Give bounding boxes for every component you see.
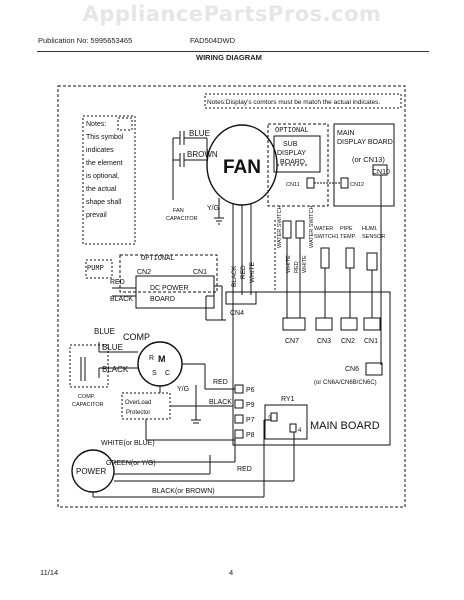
optional-top: OPTIONAL	[275, 127, 309, 135]
main-board-p8: P8	[246, 432, 255, 439]
diagram-border	[57, 85, 406, 508]
fan-wire-blue: BLUE	[189, 129, 210, 138]
wire-white2-vertical: WHITE	[286, 255, 292, 273]
notes-line-4: the element	[86, 160, 123, 167]
sub-display-line-3: BOARD	[280, 159, 305, 166]
water-switch-label-vertical: WATER SWITCH	[277, 206, 283, 248]
main-display-cn10: CN10	[372, 169, 390, 176]
notes-line-5: is optional,	[86, 173, 120, 180]
power-wire-green: GREEN(or Y/G)	[106, 460, 156, 467]
fan-label: FAN	[223, 157, 261, 178]
model-number: FAD504DWD	[190, 36, 236, 45]
main-board-cn1: CN1	[364, 338, 378, 345]
comp-label: COMP	[123, 332, 150, 342]
fan-yg: Y/G	[207, 205, 219, 212]
sub-display-line-2: DISPLAY	[277, 150, 306, 157]
comp-terminal-s: S	[152, 370, 157, 377]
dc-power-line-2: BOARD	[150, 296, 175, 303]
notes-line-3: indicates	[86, 147, 114, 154]
main-board-p6: P6	[246, 387, 255, 394]
comp-wire-blue-top: BLUE	[94, 327, 115, 336]
wire-white-vertical: WHITE	[249, 261, 256, 283]
main-board-cn6-note: (or CN6A/CN6B/CN6C)	[314, 380, 377, 386]
main-board-cn2: CN2	[341, 338, 355, 345]
notes-line-8: prevail	[86, 212, 107, 219]
header-divider	[37, 51, 429, 52]
optional-left: OPTIONAL	[141, 255, 175, 263]
main-board-wire-black: BLACK	[209, 399, 232, 406]
relay-pin-4: 4	[298, 428, 302, 434]
dc-power-cn1: CN1	[193, 269, 207, 276]
main-display-line-2: DISPLAY BOARD	[337, 139, 393, 146]
main-board-cn4: CN4	[230, 310, 244, 317]
pump-wire-black: BLACK	[110, 296, 133, 303]
main-display-cn12: CN12	[350, 182, 364, 188]
comp-terminal-r: R	[149, 355, 154, 362]
power-wire-white: WHITE(or BLUE)	[101, 440, 155, 447]
footer-date: 11/14	[40, 568, 59, 577]
pipe-temp-label-2: TEMP.	[340, 234, 357, 240]
main-board-relay: RY1	[281, 396, 295, 403]
wire-red-vertical: RED	[240, 265, 247, 279]
pipe-temp-label-1: PIPE	[340, 226, 353, 232]
wire-white3-vertical: WHITE	[302, 255, 308, 273]
main-board-p9: P9	[246, 402, 255, 409]
main-board-cn3: CN3	[317, 338, 331, 345]
main-board-label: MAIN BOARD	[310, 420, 380, 432]
main-display-line-1: MAIN	[337, 130, 355, 137]
comp-capacitor-label-1: COMP.	[78, 394, 96, 400]
fan-wire-brown: BROWN	[187, 150, 218, 159]
main-board-cn6: CN6	[345, 366, 359, 373]
comp-wire-black: BLACK	[102, 365, 129, 374]
notes-line-6: the actual	[86, 186, 117, 193]
sub-display-line-1: SUB	[283, 141, 298, 148]
top-note: Notes:Display's comtors must be match th…	[207, 99, 380, 106]
dc-power-cn2: CN2	[137, 269, 151, 276]
humi-sensor-label-1: HUMI.	[362, 226, 378, 232]
comp-wire-blue: BLUE	[102, 343, 123, 352]
power-wire-red: RED	[237, 466, 252, 473]
wire-black-vertical: BLACK	[231, 265, 238, 287]
notes-line-1: Notes:	[86, 121, 106, 128]
overload-label-1: OverLoad	[125, 400, 151, 406]
pump-wire-red: RED	[110, 279, 125, 286]
fan-capacitor-label-2: CAPACITOR	[166, 216, 198, 222]
humi-sensor-label-2: SENSOR	[362, 234, 385, 240]
main-board-cn7: CN7	[285, 338, 299, 345]
comp-yg: Y/G	[177, 386, 189, 393]
wire-red2-vertical: RED	[294, 261, 300, 273]
power-label: POWER	[76, 467, 106, 476]
overload-label-2: Protector	[126, 410, 150, 416]
power-wire-black: BLACK(or BROWN)	[152, 488, 215, 495]
notes-line-7: shape shall	[86, 199, 122, 206]
watermark: AppliancePartsPros.com	[82, 2, 382, 26]
water-switch1-label-1: WATER	[314, 226, 333, 232]
water-switch1-label-2: SWITCH1	[314, 234, 339, 240]
dc-power-line-1: DC POWER	[150, 285, 189, 292]
footer-page-number: 4	[229, 568, 234, 577]
water-switch-label-vertical-2: WATER SWITCH	[309, 206, 315, 248]
sub-display-cn11: CN11	[286, 182, 300, 188]
notes-line-2: This symbol	[86, 134, 124, 141]
comp-capacitor-label-2: CAPACITOR	[72, 402, 104, 408]
relay-pin-3: 3	[268, 416, 272, 422]
main-board-wire-red: RED	[213, 379, 228, 386]
publication-number: Publication No: 5995653465	[38, 36, 133, 45]
page-title: WIRING DIAGRAM	[196, 53, 262, 62]
fan-capacitor-label-1: FAN	[173, 208, 184, 214]
main-board-p7: P7	[246, 417, 255, 424]
pump-label: PUMP	[87, 265, 104, 273]
comp-motor-m: M	[158, 354, 166, 364]
comp-terminal-c: C	[165, 370, 170, 377]
main-display-line-3: (or CN13)	[352, 155, 385, 164]
